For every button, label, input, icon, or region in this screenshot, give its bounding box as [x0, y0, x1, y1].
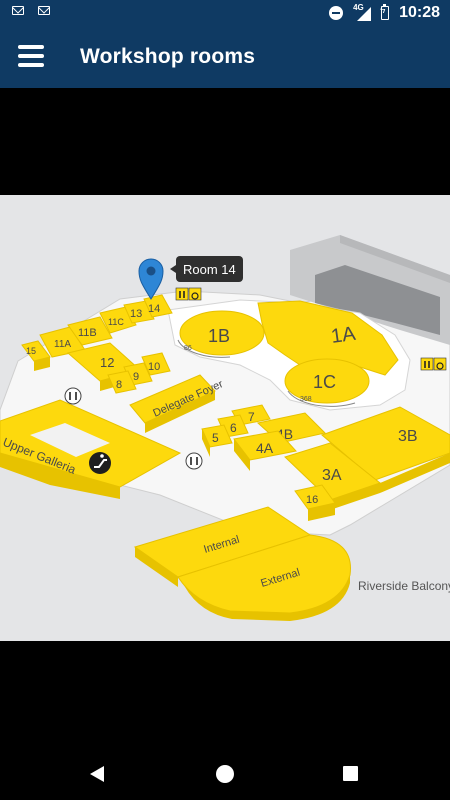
room-10-label: 10 [148, 361, 160, 373]
signal-icon [357, 7, 372, 21]
room-11B-label: 11B [78, 327, 97, 339]
balcony-external[interactable] [177, 534, 351, 614]
floor-map-svg[interactable]: 1A 1B 86 1C 368 15 11A 11B 11C 13 14 12 … [0, 195, 450, 641]
room-13-label: 13 [130, 308, 142, 320]
toilets-icon [64, 387, 82, 405]
room-7-label: 7 [248, 410, 255, 424]
room-5-label: 5 [212, 431, 219, 445]
room-3B-label: 3B [398, 428, 418, 445]
status-bar: 4G 10:28 [0, 0, 450, 26]
back-icon[interactable] [90, 766, 104, 782]
marker-callout[interactable]: Room 14 [170, 256, 243, 282]
room-9-label: 9 [133, 371, 139, 383]
riverside-balcony-label: Riverside Balcony [358, 579, 450, 593]
grey-building-dark [315, 265, 440, 335]
room-6-label: 6 [230, 421, 237, 435]
toilets-icon [420, 357, 434, 371]
room-12-label: 12 [100, 355, 114, 370]
mail-icon [38, 6, 50, 15]
room-1C-label: 1C [313, 372, 336, 392]
do-not-disturb-icon [329, 6, 344, 20]
home-icon[interactable] [216, 765, 234, 783]
toilets-icon [175, 287, 189, 301]
room-11C-label: 11C [108, 317, 124, 327]
navigation-bar [0, 740, 450, 800]
floor-map[interactable]: 1A 1B 86 1C 368 15 11A 11B 11C 13 14 12 … [0, 195, 450, 641]
room-1C-capacity: 368 [300, 396, 312, 403]
room-8[interactable] [107, 370, 137, 394]
room-16-label: 16 [306, 494, 318, 506]
room-1C[interactable] [284, 358, 370, 404]
accessible-icon [433, 357, 447, 371]
room-1A-label: 1A [330, 323, 358, 348]
page-title: Workshop rooms [80, 45, 256, 68]
room-1B-label: 1B [208, 326, 230, 346]
battery-charging-icon [380, 4, 390, 20]
escalator-icon [89, 452, 111, 474]
room-3A-label: 3A [322, 467, 342, 484]
room-11B[interactable] [67, 316, 113, 346]
room-8-label: 8 [116, 379, 122, 391]
room-1B-capacity: 86 [184, 345, 192, 352]
room-13[interactable] [123, 300, 155, 324]
hamburger-menu-icon[interactable] [18, 45, 44, 67]
room-11C[interactable] [99, 306, 137, 334]
room-14[interactable] [143, 294, 173, 318]
room-11A-label: 11A [54, 339, 71, 350]
status-time: 10:28 [399, 4, 440, 21]
room-15-label: 15 [26, 346, 36, 356]
accessible-icon [188, 287, 202, 301]
toilets-icon [185, 452, 203, 470]
location-pin-icon[interactable] [138, 258, 164, 300]
room-4A[interactable] [233, 430, 297, 461]
room-14-label: 14 [148, 303, 160, 315]
recents-icon[interactable] [343, 766, 358, 781]
room-10[interactable] [141, 352, 171, 376]
mail-icon [12, 6, 24, 15]
room-1B[interactable] [179, 310, 265, 356]
marker-callout-label: Room 14 [183, 262, 236, 277]
app-bar: Workshop rooms [0, 26, 450, 88]
room-4A-label: 4A [256, 440, 274, 456]
